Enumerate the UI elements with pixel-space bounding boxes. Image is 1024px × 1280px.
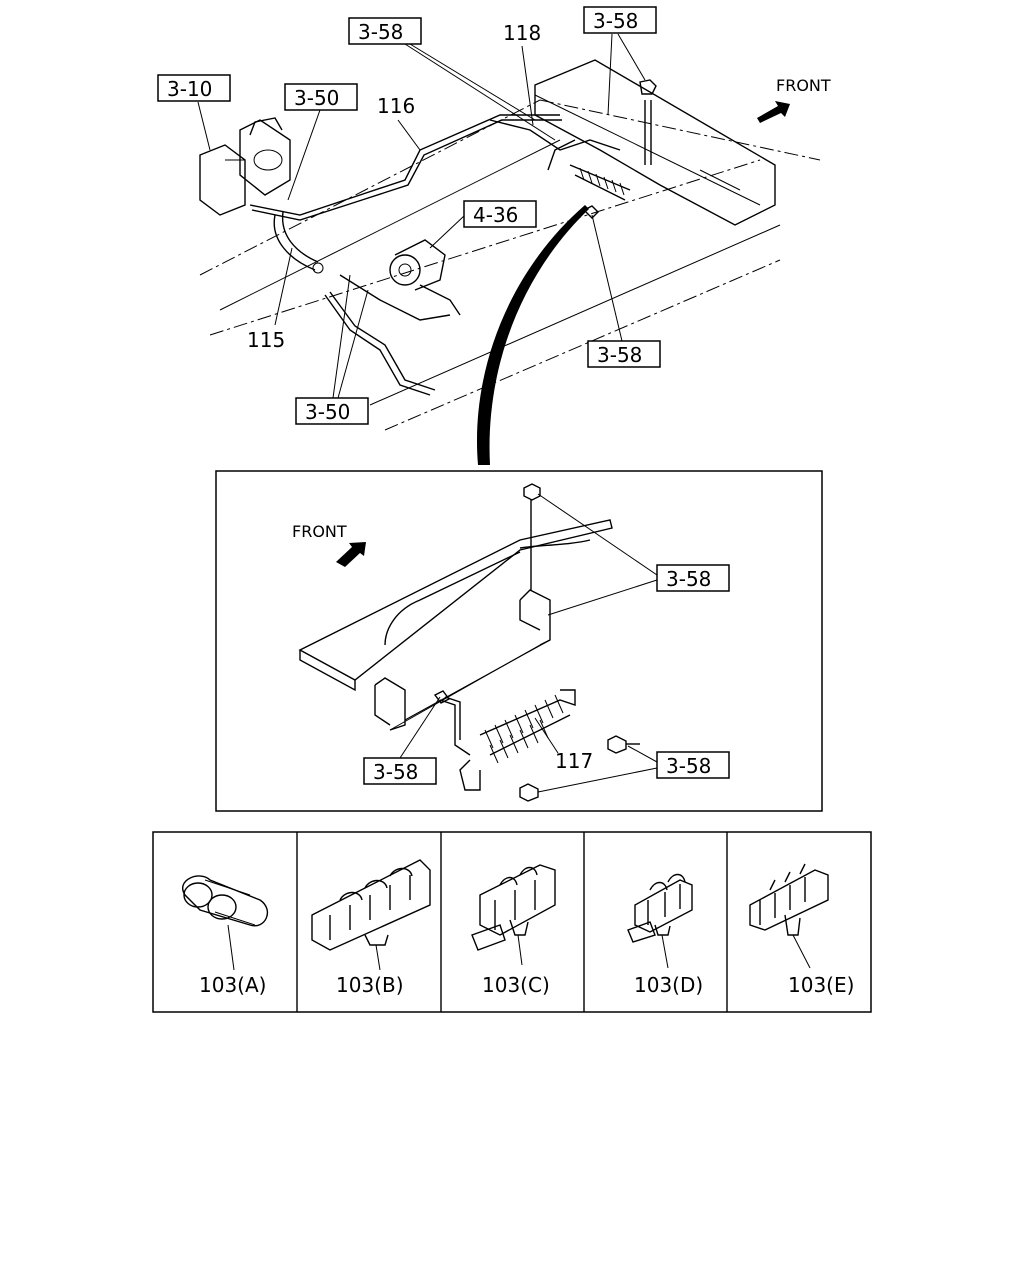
detail-ref-box-2	[363, 757, 437, 785]
clip-103b-label: 103(B)	[336, 973, 404, 997]
part-number-115: 115	[247, 328, 285, 352]
overview-ref-label-5: 4-36	[473, 203, 518, 227]
part-number-117: 117	[555, 749, 593, 773]
detail-front-label: FRONT	[292, 522, 347, 541]
detail-ref-label-1: 3-58	[666, 567, 711, 591]
clip-103d-label: 103(D)	[634, 973, 703, 997]
overview-ref-label-4: 3-50	[294, 86, 339, 110]
detail-cooler-coil	[479, 689, 576, 764]
detail-ref-label-2: 3-58	[373, 760, 418, 784]
clip-103c-label: 103(C)	[482, 973, 550, 997]
overview-ref-box-5	[463, 200, 537, 228]
clip-table	[152, 831, 872, 1013]
detail-frame	[215, 470, 823, 812]
overview-drawing	[199, 59, 821, 465]
overview-ref-label-3: 3-10	[167, 77, 212, 101]
overview-ref-box-2	[583, 6, 657, 34]
overview-ref-box-4	[284, 83, 358, 111]
detail-ref-box-1	[656, 564, 730, 592]
clip-103b-drawing	[311, 859, 431, 971]
part-number-116: 116	[377, 94, 415, 118]
overview-ref-label-1: 3-58	[358, 20, 403, 44]
overview-cooler-coil	[569, 164, 631, 201]
clip-103a-drawing	[182, 875, 269, 971]
clip-103a-label: 103(A)	[199, 973, 266, 997]
clip-103d-drawing	[627, 873, 693, 969]
part-number-118: 118	[503, 21, 541, 45]
overview-ref-label-7: 3-50	[305, 400, 350, 424]
detail-drawing	[298, 483, 640, 802]
overview-front-label: FRONT	[776, 76, 831, 95]
overview-ref-box-1	[348, 17, 422, 45]
overview-ref-box-3	[157, 74, 231, 102]
detail-ref-label-3: 3-58	[666, 754, 711, 778]
clip-103e-drawing	[749, 863, 829, 969]
overview-ref-box-6	[587, 340, 661, 368]
clip-103c-drawing	[471, 864, 556, 966]
overview-ref-label-6: 3-58	[597, 343, 642, 367]
detail-ref-box-3	[656, 751, 730, 779]
overview-ref-box-7	[295, 397, 369, 425]
clip-103e-label: 103(E)	[788, 973, 854, 997]
overview-ref-label-2: 3-58	[593, 9, 638, 33]
